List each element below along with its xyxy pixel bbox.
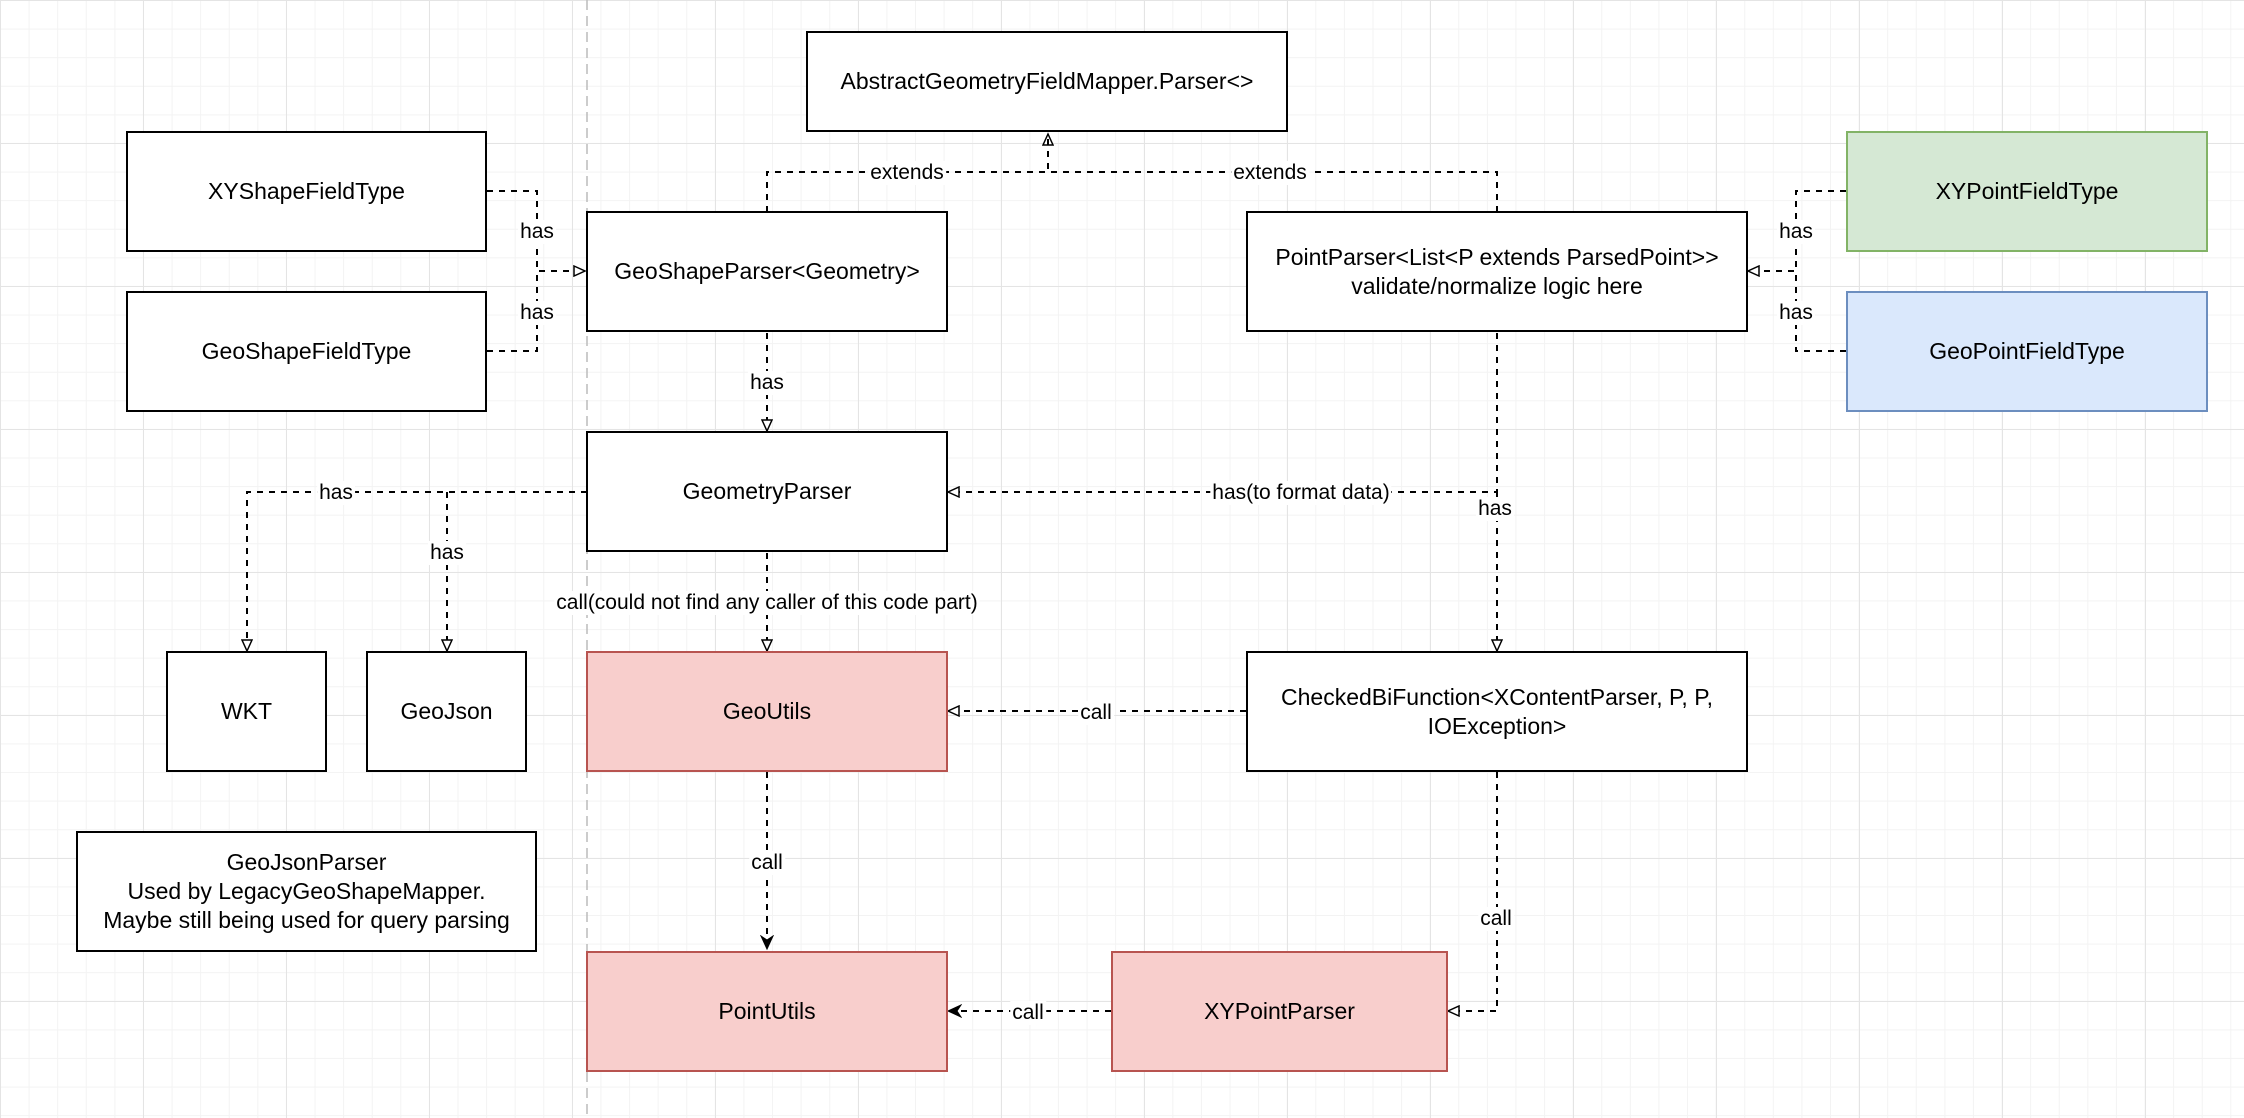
- geo-point-field-type-box[interactable]: GeoPointFieldType: [1846, 291, 2208, 412]
- edge-label-has-bifunction: has: [1476, 497, 1514, 521]
- edge-label-has-wkt: has: [317, 481, 355, 505]
- edge-label-call-bifunction-geoutils: call: [1078, 701, 1114, 725]
- geo-point-field-type-label: GeoPointFieldType: [1929, 338, 2125, 364]
- edge-has-geopoint: [1795, 271, 1846, 352]
- wkt-label: WKT: [220, 698, 273, 724]
- abstract-parser-label: AbstractGeometryFieldMapper.Parser<>: [840, 68, 1254, 94]
- edge-label-has-geopoint: has: [1777, 301, 1815, 325]
- edge-has-wkt: [247, 491, 587, 651]
- edge-has-to-format: [948, 333, 1498, 492]
- geometry-parser-label: GeometryParser: [682, 478, 852, 504]
- xy-point-parser-box[interactable]: XYPointParser: [1111, 951, 1448, 1072]
- edge-label-call-bifunction-xypointparser: call: [1478, 907, 1514, 931]
- edge-label-call-geometry-geoutils: call(could not find any caller of this c…: [554, 591, 980, 615]
- edge-label-has-xyshape: has: [518, 220, 556, 244]
- checked-bifunction-label: CheckedBiFunction<XContentParser, P, P, …: [1281, 683, 1713, 739]
- point-parser-box[interactable]: PointParser<List<P extends ParsedPoint>>…: [1246, 211, 1748, 332]
- edge-label-has-geoshape: has: [518, 301, 556, 325]
- edge-label-has-to-format: has(to format data): [1210, 481, 1392, 505]
- edge-label-has-geoshapeparser-geometry: has: [748, 371, 786, 395]
- geo-shape-parser-box[interactable]: GeoShapeParser<Geometry>: [586, 211, 948, 332]
- edge-label-extends-left: extends: [868, 161, 946, 185]
- geometry-parser-box[interactable]: GeometryParser: [586, 431, 948, 552]
- xy-point-parser-label: XYPointParser: [1204, 998, 1355, 1024]
- edge-label-has-xypoint: has: [1777, 220, 1815, 244]
- edge-label-call-geoutils-pointutils: call: [749, 851, 785, 875]
- point-utils-box[interactable]: PointUtils: [586, 951, 948, 1072]
- edge-label-has-geojson: has: [428, 541, 466, 565]
- xy-shape-field-type-box[interactable]: XYShapeFieldType: [126, 131, 487, 252]
- geo-shape-parser-label: GeoShapeParser<Geometry>: [614, 258, 920, 284]
- geojson-parser-note-box[interactable]: GeoJsonParser Used by LegacyGeoShapeMapp…: [76, 831, 537, 952]
- geo-shape-field-type-label: GeoShapeFieldType: [201, 338, 412, 364]
- checked-bifunction-box[interactable]: CheckedBiFunction<XContentParser, P, P, …: [1246, 651, 1748, 772]
- geo-utils-label: GeoUtils: [722, 698, 812, 724]
- point-utils-label: PointUtils: [718, 998, 816, 1024]
- point-parser-label: PointParser<List<P extends ParsedPoint>>…: [1275, 243, 1719, 299]
- wkt-box[interactable]: WKT: [166, 651, 327, 772]
- edge-label-call-xypointparser-pointutils: call: [1010, 1001, 1046, 1025]
- xy-point-field-type-box[interactable]: XYPointFieldType: [1846, 131, 2208, 252]
- xy-point-field-type-label: XYPointFieldType: [1935, 178, 2119, 204]
- edge-has-geoshape: [487, 271, 538, 352]
- edge-label-extends-right: extends: [1231, 161, 1309, 185]
- edge-call-bifunction-xypointparser: [1448, 772, 1498, 1011]
- geojson-parser-note-label: GeoJsonParser Used by LegacyGeoShapeMapp…: [103, 849, 510, 933]
- geo-shape-field-type-box[interactable]: GeoShapeFieldType: [126, 291, 487, 412]
- xy-shape-field-type-label: XYShapeFieldType: [208, 178, 405, 204]
- geo-utils-box[interactable]: GeoUtils: [586, 651, 948, 772]
- geojson-label: GeoJson: [400, 698, 493, 724]
- geojson-box[interactable]: GeoJson: [366, 651, 527, 772]
- abstract-parser-box[interactable]: AbstractGeometryFieldMapper.Parser<>: [806, 31, 1288, 132]
